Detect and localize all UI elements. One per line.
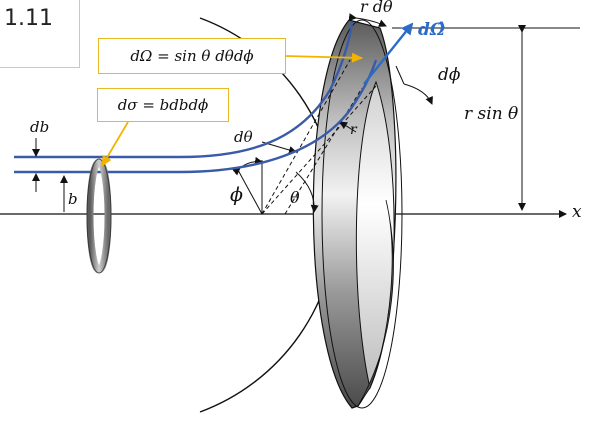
dphi-arc <box>403 83 433 105</box>
r-sin-theta-label: r sin θ <box>464 104 519 124</box>
slide-number-box: 1.11 <box>0 0 80 68</box>
solid-angle-callout: dΩ = sin θ dθdϕ <box>98 38 286 74</box>
beam-line-upper <box>14 21 354 159</box>
phi-label: ϕ <box>230 184 243 206</box>
band-dark-edge <box>357 199 394 407</box>
db-label: db <box>30 118 50 136</box>
r-label: r <box>350 122 357 138</box>
dphi-tick <box>395 65 405 85</box>
theta-arc <box>295 171 319 213</box>
radial-dashed-3 <box>284 87 363 215</box>
cross-section-callout-arrow <box>101 121 129 167</box>
r-dtheta-arc <box>348 13 387 27</box>
solid-angle-callout-arrow <box>285 52 363 63</box>
dOmega-vector <box>363 22 414 85</box>
r-dtheta-label: r dθ <box>360 0 393 16</box>
r-pointer <box>339 121 357 133</box>
dtheta-label: dθ <box>234 128 253 146</box>
theta-label: θ <box>290 188 300 207</box>
cross-section-callout: dσ = bdbdϕ <box>97 88 229 122</box>
solid-angle-formula: dΩ = sin θ dθdϕ <box>130 47 254 65</box>
cross-section-ring-edge <box>86 158 112 274</box>
b-label: b <box>68 190 78 208</box>
cross-section-ring <box>86 158 112 274</box>
slide-number: 1.11 <box>4 6 53 31</box>
radial-dashed-2 <box>261 85 377 215</box>
radial-dashed-1 <box>261 59 351 215</box>
x-axis-label: x <box>572 202 582 222</box>
dOmega-vector-label: dΩ̂ <box>418 20 446 40</box>
dphi-right-label: dϕ <box>438 65 461 85</box>
cross-section-formula: dσ = bdbdϕ <box>117 96 209 114</box>
phi-tilted-line <box>237 169 263 215</box>
